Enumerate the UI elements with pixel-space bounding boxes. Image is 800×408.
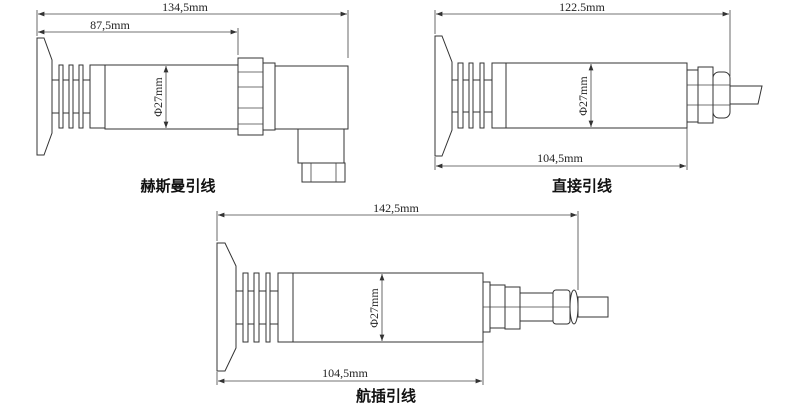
overall-length-label: 122.5mm — [559, 0, 605, 14]
nut — [237, 57, 264, 136]
body — [292, 272, 484, 343]
inner-length-label: 87,5mm — [90, 18, 130, 32]
collar — [89, 64, 106, 129]
hirschmann-sensor-drawing: Φ27mm 134,5mm 87,5mm 赫斯曼引线 — [36, 0, 349, 195]
cable — [577, 296, 609, 318]
connector-plug — [301, 162, 346, 183]
body-length-label: 104,5mm — [537, 151, 583, 165]
diagram-caption: 航插引线 — [356, 387, 416, 405]
flange — [36, 37, 53, 156]
fin — [479, 62, 485, 129]
body — [104, 64, 239, 130]
plug-nut — [504, 286, 521, 330]
flange — [434, 35, 453, 157]
cable — [730, 85, 763, 105]
diameter-label: Φ27mm — [151, 77, 165, 117]
plug-ring — [569, 289, 579, 325]
diagram-caption: 赫斯曼引线 — [140, 177, 215, 195]
gland-nut — [697, 66, 714, 124]
body-length-label: 104,5mm — [322, 366, 368, 380]
fin — [253, 272, 260, 343]
diameter-label: Φ27mm — [367, 288, 381, 328]
gland-base — [686, 69, 699, 123]
body — [505, 62, 688, 129]
fin — [58, 64, 64, 129]
overall-length-label: 142,5mm — [373, 201, 419, 215]
overall-length-label: 134,5mm — [162, 0, 208, 14]
flange — [216, 242, 237, 372]
outline-part — [274, 65, 349, 130]
collar — [491, 62, 507, 129]
ring — [262, 62, 276, 131]
diameter-label: Φ27mm — [576, 76, 590, 116]
outline-part — [489, 284, 506, 329]
fin — [265, 272, 271, 343]
aviation-plug-sensor-drawing: Φ27mm 142,5mm 104,5mm 航插引线 — [216, 201, 609, 405]
fin — [78, 64, 84, 129]
fin — [468, 62, 474, 129]
fin — [242, 272, 249, 343]
collar — [277, 272, 294, 343]
connector-box — [297, 128, 345, 164]
direct-cable-sensor-drawing: Φ27mm 122.5mm 104,5mm 直接引线 — [434, 0, 763, 195]
fin — [457, 62, 464, 129]
gland-cap — [712, 71, 731, 119]
fin — [68, 64, 74, 129]
diagram-caption: 直接引线 — [552, 177, 612, 195]
